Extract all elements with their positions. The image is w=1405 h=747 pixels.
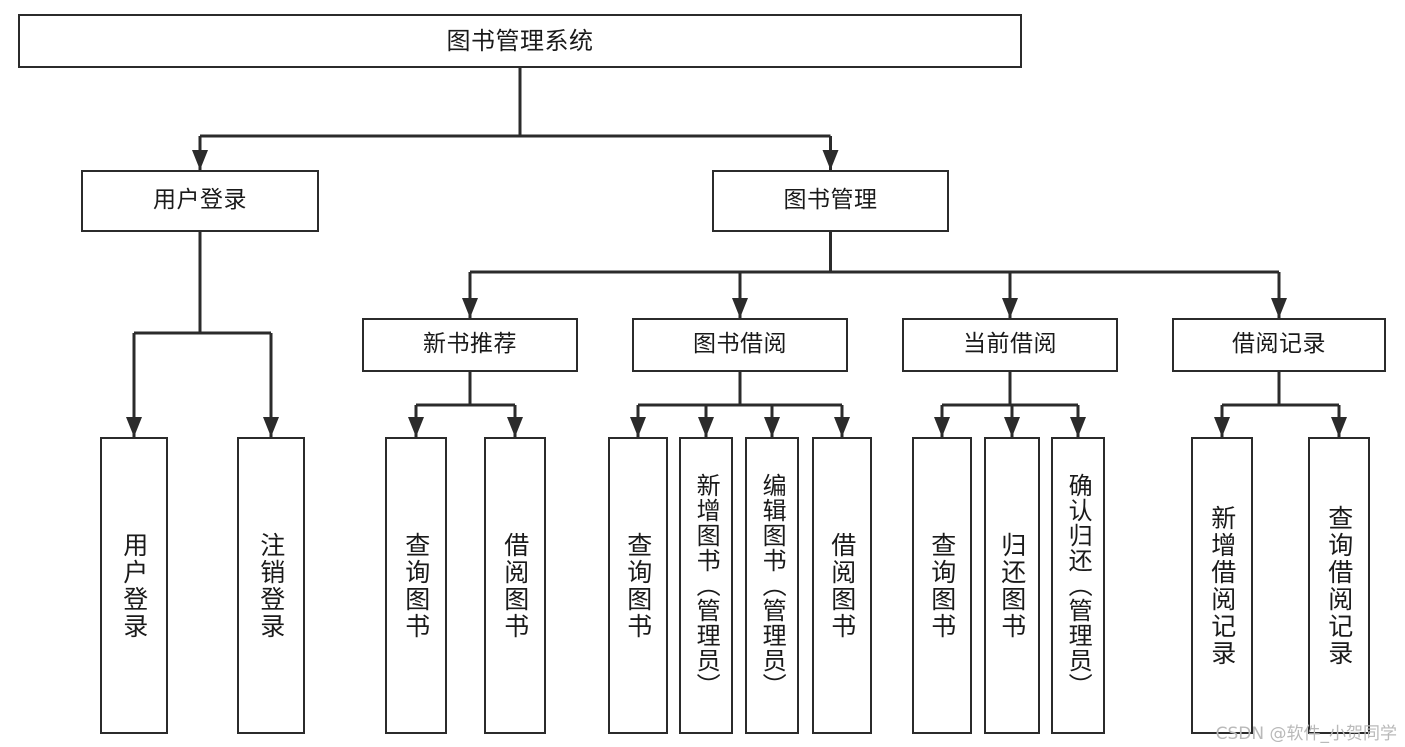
arrowhead-book-manage (822, 150, 839, 170)
node-leaf-br-add[interactable]: 新增借阅记录 (1191, 437, 1253, 734)
node-label: 编辑图书（管理员） (758, 473, 787, 698)
node-label: 借阅图书 (827, 531, 857, 640)
node-label: 查询借阅记录 (1324, 504, 1354, 667)
node-label: 确认归还（管理员） (1064, 473, 1093, 698)
node-label: 归还图书 (997, 531, 1027, 640)
node-leaf-bb-add[interactable]: 新增图书（管理员） (679, 437, 733, 734)
node-current-borrow[interactable]: 当前借阅 (902, 318, 1118, 372)
node-root[interactable]: 图书管理系统 (18, 14, 1022, 68)
arrowhead-user-login (192, 150, 208, 170)
arrowhead-leaf-cb-return (1004, 417, 1020, 437)
node-leaf-bb-edit[interactable]: 编辑图书（管理员） (745, 437, 799, 734)
node-label: 图书借阅 (693, 331, 787, 358)
node-label: 新书推荐 (423, 331, 517, 358)
arrowhead-leaf-user-logout (263, 417, 279, 437)
node-leaf-user-login[interactable]: 用户登录 (100, 437, 168, 734)
arrowhead-leaf-rec-borrow (507, 417, 523, 437)
arrowhead-leaf-bb-add (698, 417, 714, 437)
node-label: 用户登录 (153, 187, 247, 214)
arrowhead-leaf-bb-edit (764, 417, 780, 437)
arrowhead-leaf-bb-borrow (834, 417, 850, 437)
arrowhead-current-borrow (1002, 298, 1018, 318)
node-leaf-rec-query[interactable]: 查询图书 (385, 437, 447, 734)
arrowhead-leaf-rec-query (408, 417, 424, 437)
node-label: 查询图书 (623, 531, 653, 640)
node-label: 注销登录 (256, 531, 286, 640)
node-label: 查询图书 (927, 531, 957, 640)
node-label: 图书管理 (783, 187, 878, 214)
arrowhead-leaf-bb-query (630, 417, 646, 437)
node-user-login[interactable]: 用户登录 (81, 170, 319, 232)
node-label: 新增图书（管理员） (692, 473, 721, 698)
node-book-borrow[interactable]: 图书借阅 (632, 318, 848, 372)
node-leaf-bb-query[interactable]: 查询图书 (608, 437, 668, 734)
arrowhead-leaf-br-add (1214, 417, 1230, 437)
node-leaf-bb-borrow[interactable]: 借阅图书 (812, 437, 872, 734)
node-leaf-cb-query[interactable]: 查询图书 (912, 437, 972, 734)
node-leaf-br-query[interactable]: 查询借阅记录 (1308, 437, 1370, 734)
node-leaf-cb-confirm[interactable]: 确认归还（管理员） (1051, 437, 1105, 734)
node-leaf-rec-borrow[interactable]: 借阅图书 (484, 437, 546, 734)
arrowhead-leaf-cb-confirm (1070, 417, 1086, 437)
arrowhead-leaf-cb-query (934, 417, 950, 437)
arrowhead-leaf-user-login (126, 417, 142, 437)
arrowhead-new-book-rec (462, 298, 478, 318)
node-label: 借阅记录 (1232, 331, 1326, 358)
node-new-book-rec[interactable]: 新书推荐 (362, 318, 578, 372)
node-leaf-cb-return[interactable]: 归还图书 (984, 437, 1040, 734)
node-leaf-user-logout[interactable]: 注销登录 (237, 437, 305, 734)
node-label: 查询图书 (401, 531, 431, 640)
node-borrow-record[interactable]: 借阅记录 (1172, 318, 1386, 372)
node-label: 新增借阅记录 (1207, 504, 1237, 667)
node-label: 借阅图书 (500, 531, 530, 640)
node-label: 当前借阅 (963, 331, 1057, 358)
node-book-manage[interactable]: 图书管理 (712, 170, 949, 232)
arrowhead-borrow-record (1271, 298, 1287, 318)
node-label: 图书管理系统 (446, 26, 594, 55)
watermark: CSDN @软件_小贺同学 (1215, 724, 1397, 744)
arrowhead-book-borrow (732, 298, 748, 318)
arrowhead-leaf-br-query (1331, 417, 1347, 437)
node-label: 用户登录 (119, 531, 149, 640)
